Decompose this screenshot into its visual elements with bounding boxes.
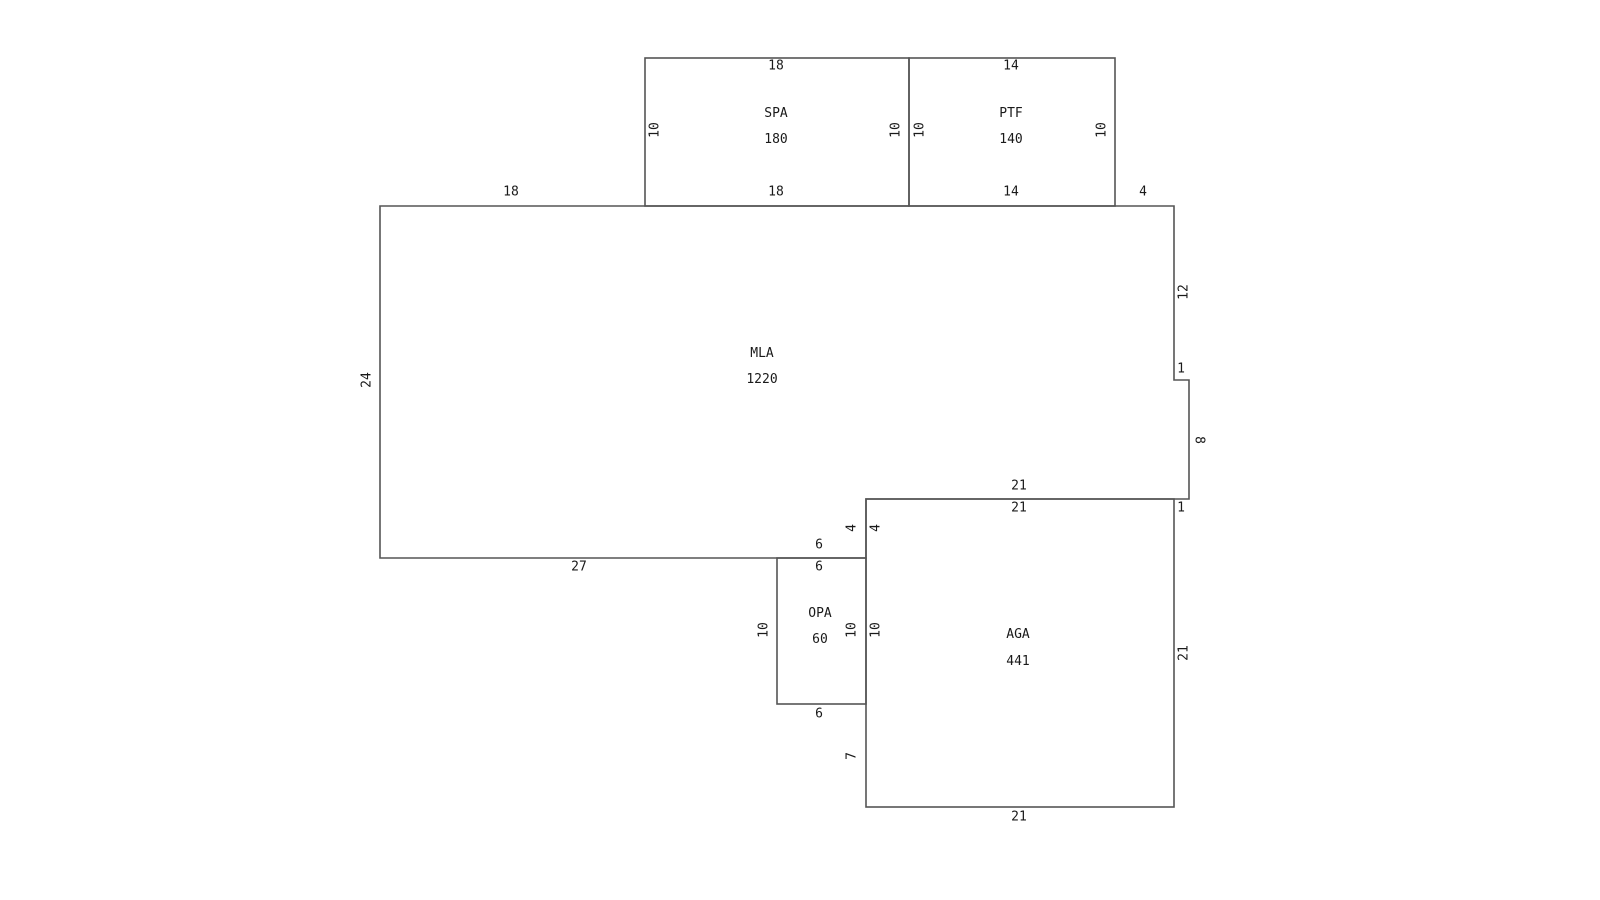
mla-right-step-dimension: 1 (1177, 362, 1185, 377)
mla-top-left-dimension: 18 (503, 185, 519, 200)
opa-bottom-dimension: 6 (815, 707, 823, 722)
aga-outline (865, 498, 1175, 808)
aga-left-upper-dimension: 4 (869, 524, 884, 532)
aga-top-dimension: 21 (1011, 501, 1027, 516)
ptf-top-dimension: 14 (1003, 59, 1019, 74)
mla-outline (379, 205, 1190, 559)
ptf-area-label: 140 (999, 132, 1022, 147)
ptf-outline (908, 57, 1116, 207)
mla-bottom-dimension: 27 (571, 560, 587, 575)
aga-left-lower-dimension: 7 (845, 752, 860, 760)
aga-area-label: 441 (1006, 654, 1029, 669)
mla-right-upper-dimension: 12 (1177, 284, 1192, 300)
spa-left-dimension: 10 (648, 122, 663, 138)
aga-right-dimension: 21 (1177, 645, 1192, 661)
mla-notch-side-dimension: 4 (845, 524, 860, 532)
mla-top-right-dimension: 4 (1139, 185, 1147, 200)
spa-right-dimension: 10 (889, 122, 904, 138)
opa-right-dimension: 10 (845, 622, 860, 638)
mla-shared-aga-dimension: 21 (1011, 479, 1027, 494)
ptf-code-label: PTF (999, 106, 1023, 121)
mla-left-dimension: 24 (360, 372, 375, 388)
opa-left-dimension: 10 (757, 622, 772, 638)
opa-top-dimension: 6 (815, 560, 823, 575)
spa-code-label: SPA (764, 106, 788, 121)
spa-top-dimension: 18 (768, 59, 784, 74)
mla-right-lower-dimension: 8 (1192, 436, 1207, 444)
ptf-bottom-dimension: 14 (1003, 185, 1019, 200)
spa-bottom-dimension: 18 (768, 185, 784, 200)
mla-area-label: 1220 (746, 372, 777, 387)
spa-area-label: 180 (764, 132, 787, 147)
opa-code-label: OPA (808, 606, 832, 621)
aga-bottom-dimension: 21 (1011, 810, 1027, 825)
ptf-right-dimension: 10 (1095, 122, 1110, 138)
aga-code-label: AGA (1006, 627, 1030, 642)
mla-code-label: MLA (750, 346, 774, 361)
opa-area-label: 60 (812, 632, 828, 647)
ptf-left-dimension: 10 (913, 122, 928, 138)
mla-bottom-notch-dimension: 6 (815, 538, 823, 553)
aga-top-corner-dimension: 1 (1177, 501, 1185, 516)
aga-left-mid-dimension: 10 (869, 622, 884, 638)
